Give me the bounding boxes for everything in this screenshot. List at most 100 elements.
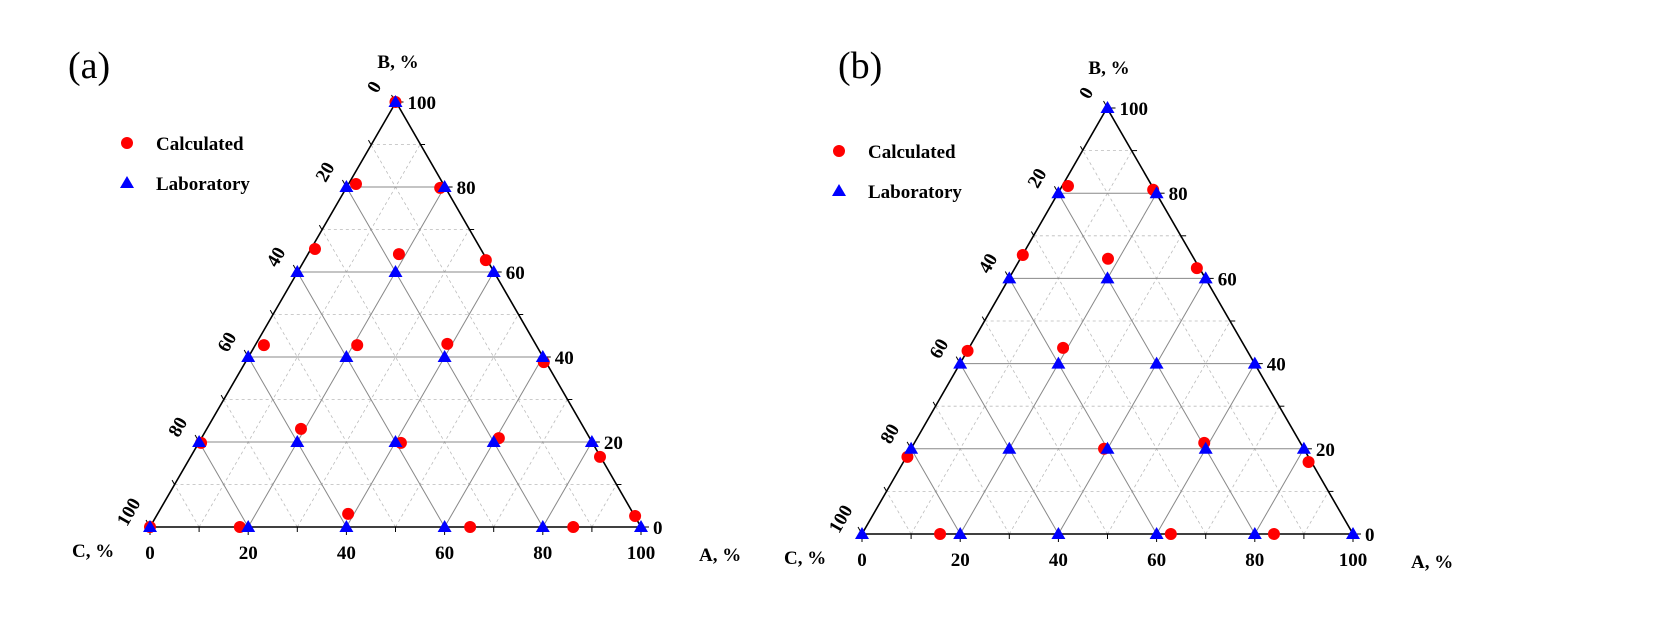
laboratory-point <box>486 265 501 277</box>
laboratory-point <box>339 520 354 532</box>
panel-label: (b) <box>838 45 882 87</box>
minor-gridline <box>1107 320 1231 535</box>
calculated-point <box>479 254 492 267</box>
c-axis-tick <box>318 224 323 230</box>
minor-gridline <box>1082 150 1305 535</box>
c-axis-tick <box>883 486 887 492</box>
c-axis-tick-label: 40 <box>975 250 1003 277</box>
c-axis-title: C, % <box>72 541 114 562</box>
b-axis-tick-label: 20 <box>1316 440 1335 461</box>
c-axis-tick-label: 100 <box>113 495 145 530</box>
legend-label: Laboratory <box>868 182 962 203</box>
laboratory-point <box>339 350 354 362</box>
laboratory-point <box>388 95 403 107</box>
b-axis-title: B, % <box>377 52 418 73</box>
major-gridline <box>910 448 961 535</box>
c-axis-title: C, % <box>784 548 826 569</box>
legend-label: Calculated <box>868 142 956 163</box>
legend-triangle-icon <box>832 184 846 196</box>
laboratory-point <box>1002 271 1017 284</box>
calculated-point <box>1057 341 1070 354</box>
legend-label: Calculated <box>156 134 244 155</box>
calculated-point <box>308 243 321 256</box>
legend-circle-icon <box>833 145 845 157</box>
b-axis-tick-label: 100 <box>1120 99 1149 120</box>
laboratory-point <box>953 527 968 539</box>
c-axis-tick-label: 80 <box>876 421 904 448</box>
minor-gridline <box>1033 235 1207 535</box>
minor-gridline <box>910 150 1133 535</box>
c-axis-tick <box>368 139 372 145</box>
b-axis-tick-label: 0 <box>1365 525 1375 546</box>
minor-gridline <box>370 144 593 528</box>
laboratory-point <box>1346 527 1360 539</box>
c-axis-tick <box>1080 146 1084 151</box>
c-axis-tick-label: 20 <box>312 159 340 186</box>
calculated-point <box>294 422 307 435</box>
major-gridline <box>345 271 495 528</box>
laboratory-point <box>1100 101 1115 113</box>
calculated-point <box>342 507 355 520</box>
major-gridline <box>1008 278 1158 535</box>
calculated-point <box>1302 456 1315 469</box>
laboratory-point <box>1296 441 1311 454</box>
major-gridline <box>1254 448 1305 535</box>
calculated-point <box>629 509 642 522</box>
minor-gridline <box>223 399 298 528</box>
laboratory-point <box>855 527 869 539</box>
c-axis-tick-label: 20 <box>1024 165 1052 192</box>
minor-gridline <box>1303 491 1329 535</box>
c-axis-tick-label: 100 <box>825 502 857 537</box>
laboratory-point <box>1051 186 1066 199</box>
major-gridline <box>542 441 593 528</box>
calculated-point <box>1101 252 1114 265</box>
minor-gridline <box>935 406 1010 535</box>
calculated-point <box>901 450 914 463</box>
laboratory-point <box>241 520 256 532</box>
calculated-point <box>1061 179 1074 192</box>
b-axis-tick-label: 0 <box>653 518 663 539</box>
minor-gridline <box>321 229 495 528</box>
a-axis-tick-label: 20 <box>239 543 258 564</box>
laboratory-point <box>1149 356 1164 369</box>
b-axis-tick-label: 40 <box>1267 355 1286 376</box>
a-axis-tick-label: 20 <box>951 550 970 571</box>
major-gridline <box>1057 278 1207 535</box>
b-axis-tick-label: 80 <box>1169 184 1188 205</box>
laboratory-point <box>437 180 452 192</box>
calculated-point <box>1016 248 1029 261</box>
b-axis-tick-label: 60 <box>506 263 525 284</box>
minor-gridline <box>984 320 1108 535</box>
minor-gridline <box>296 229 470 528</box>
laboratory-point <box>535 350 550 362</box>
calculated-point <box>257 339 270 352</box>
laboratory-point <box>1002 441 1017 454</box>
b-axis-title: B, % <box>1088 58 1129 79</box>
legend-triangle-icon <box>120 176 134 188</box>
laboratory-point <box>437 520 452 532</box>
a-axis-tick-label: 100 <box>1339 550 1368 571</box>
a-axis-tick-label: 0 <box>857 550 867 571</box>
minor-gridline <box>198 144 421 528</box>
minor-gridline <box>1205 406 1280 535</box>
laboratory-point <box>290 435 305 447</box>
a-axis-tick-label: 60 <box>435 543 454 564</box>
b-axis-tick-label: 80 <box>457 178 476 199</box>
legend-circle-icon <box>121 137 133 149</box>
laboratory-point <box>953 356 968 369</box>
major-gridline <box>198 441 249 528</box>
a-axis-tick-label: 0 <box>145 543 155 564</box>
c-axis-tick-label: 60 <box>926 335 954 362</box>
laboratory-point <box>904 441 919 454</box>
calculated-point <box>961 344 974 357</box>
laboratory-point <box>192 435 207 447</box>
minor-gridline <box>493 399 568 528</box>
laboratory-point <box>1247 356 1262 369</box>
calculated-point <box>934 528 947 540</box>
a-axis-title: A, % <box>1411 552 1453 573</box>
a-axis-title: A, % <box>699 545 741 566</box>
laboratory-point <box>486 435 501 447</box>
